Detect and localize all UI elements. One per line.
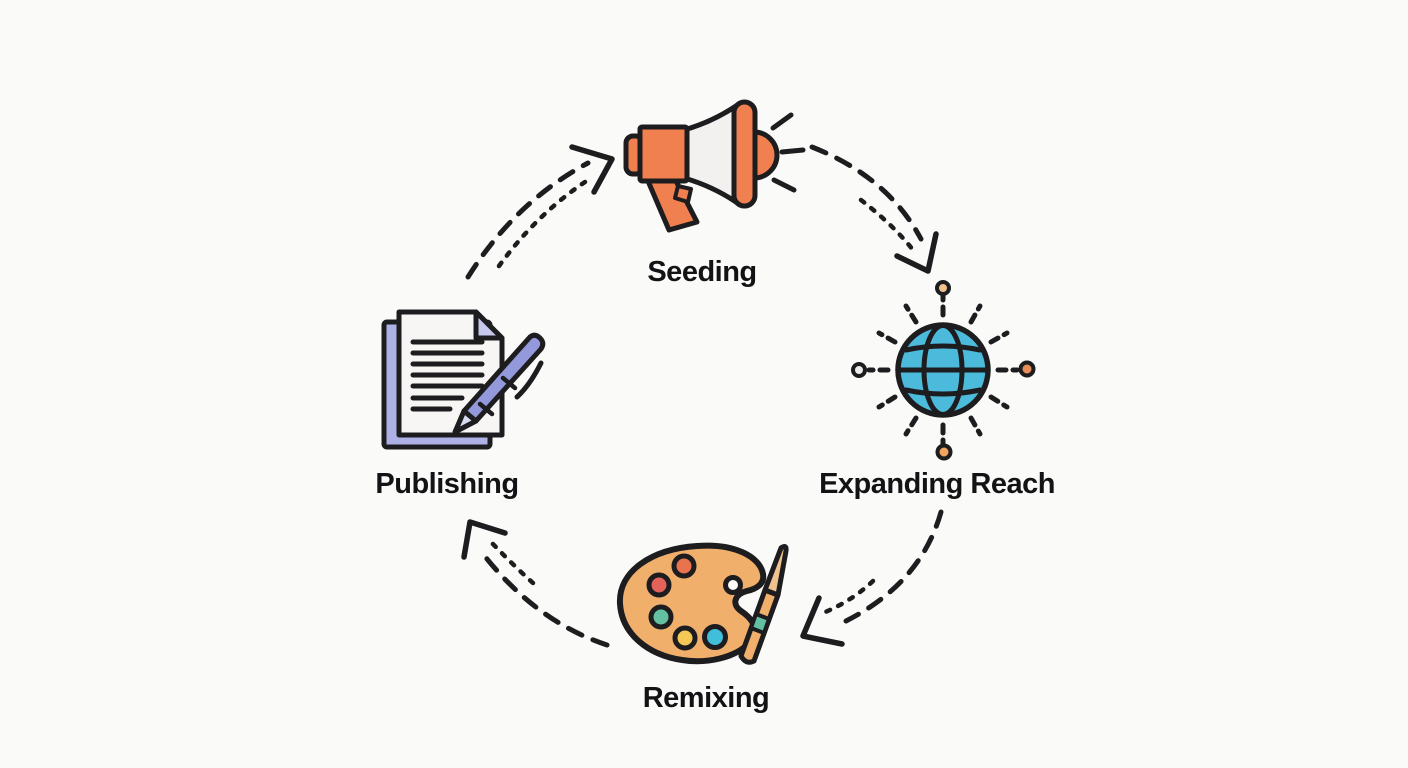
arrowhead <box>461 519 508 560</box>
stage-label-expanding-reach: Expanding Reach <box>819 468 1055 500</box>
paint-dot-cyan <box>702 624 728 650</box>
globe-icon <box>851 280 1036 461</box>
document-folded-corner <box>473 309 505 341</box>
arrow-expanding-to-remixing <box>800 509 944 647</box>
arrow-remixing-to-publishing <box>461 519 610 648</box>
palette-thumb-hole <box>723 575 743 595</box>
paint-dot-yellow <box>672 625 698 651</box>
globe-latitude-south <box>903 387 983 397</box>
megaphone-icon <box>623 99 806 233</box>
megaphone-handle-notch <box>673 184 693 204</box>
arrowhead <box>569 144 615 195</box>
globe-rays <box>866 293 1020 447</box>
globe-latitude-north <box>903 343 983 353</box>
document-pen-icon <box>381 309 546 450</box>
globe-orbit-dot-top <box>935 280 951 296</box>
globe-orbit-dot-bottom <box>935 443 953 461</box>
brush-tip <box>762 544 789 598</box>
pen-clip <box>514 360 544 400</box>
arrow-seeding-to-expanding <box>809 144 939 274</box>
pen-tip-point <box>453 427 459 433</box>
stage-label-publishing: Publishing <box>375 468 519 500</box>
arrowhead <box>894 231 939 274</box>
megaphone-body <box>637 124 690 184</box>
stage-label-seeding: Seeding <box>647 256 757 288</box>
arrowhead <box>800 595 845 647</box>
stage-label-remixing: Remixing <box>642 682 770 714</box>
document-text-lines <box>410 339 485 412</box>
paint-dot-red <box>646 572 672 598</box>
globe-orbit-dot-left <box>851 362 867 378</box>
paintbrush-icon <box>738 544 789 665</box>
paint-dot-teal <box>648 604 674 630</box>
globe-orbit-dot-right <box>1018 360 1036 378</box>
sound-lines <box>770 112 806 193</box>
paint-dot-orange <box>671 553 697 579</box>
megaphone-rim <box>731 99 758 209</box>
pen-icon <box>452 332 546 435</box>
paint-palette-icon <box>616 542 789 665</box>
arrow-publishing-to-seeding <box>465 144 615 280</box>
brush-band <box>749 612 771 635</box>
